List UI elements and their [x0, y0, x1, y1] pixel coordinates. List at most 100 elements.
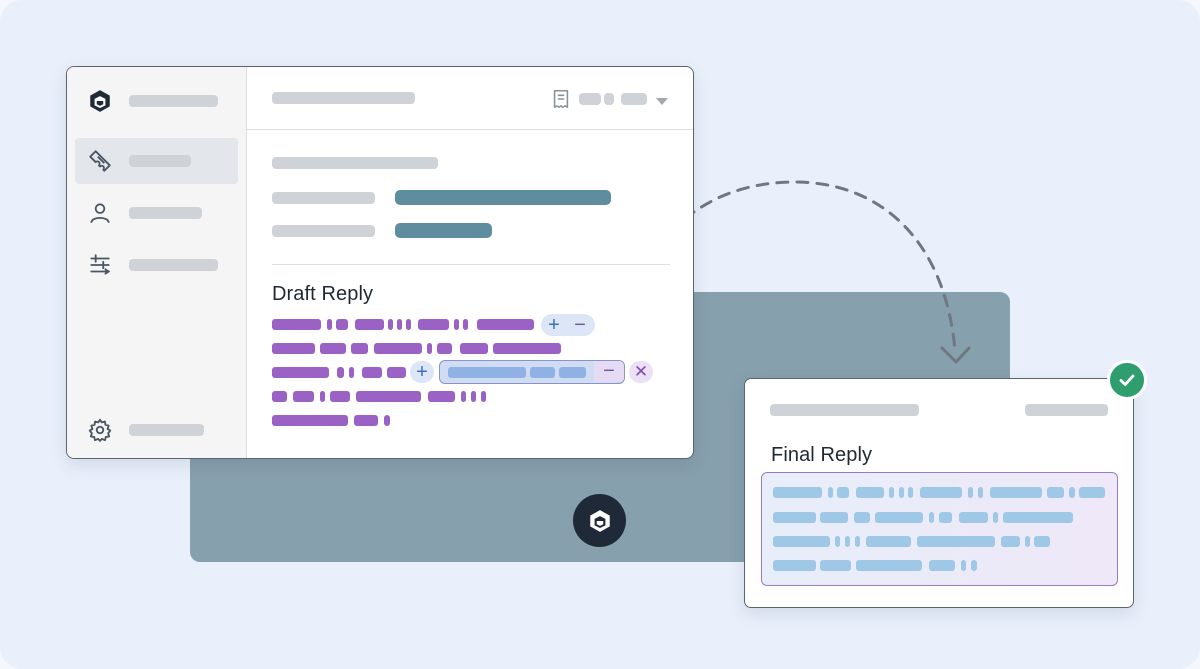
final-text-word [929, 512, 934, 523]
card-header-placeholder [770, 404, 919, 416]
final-text-word [1034, 536, 1050, 547]
suggestion-controls: + − [541, 314, 595, 336]
draft-text-word [362, 367, 382, 378]
final-text-word [978, 487, 983, 498]
header-meta-placeholder [621, 93, 647, 105]
final-text-word [820, 512, 848, 523]
draft-text-word [471, 391, 476, 402]
final-text-word [929, 560, 955, 571]
final-text-word [1025, 536, 1030, 547]
draft-text-word [356, 391, 421, 402]
draft-text-word [460, 343, 488, 354]
draft-reply-title: Draft Reply [272, 283, 374, 305]
header-meta-placeholder [604, 93, 614, 105]
header-meta-placeholder [579, 93, 601, 105]
field-value-placeholder [395, 223, 492, 238]
draft-text-word [327, 319, 332, 330]
field-label-placeholder [272, 225, 375, 237]
sidebar-label-placeholder [129, 424, 204, 436]
sidebar-label-placeholder [129, 155, 191, 167]
minus-icon[interactable]: − [594, 360, 624, 382]
app-window: Draft Reply + − + [66, 66, 694, 459]
sidebar-item-settings[interactable] [75, 407, 238, 453]
final-reply-card: Final Reply [744, 378, 1134, 608]
minus-icon[interactable]: − [574, 314, 586, 336]
draft-text-word [320, 391, 325, 402]
draft-text-word [387, 367, 406, 378]
draft-text-word [437, 343, 452, 354]
field-label-placeholder [272, 192, 375, 204]
brand-name-placeholder [129, 95, 218, 107]
final-text-word [971, 560, 977, 571]
final-text-word [968, 487, 973, 498]
draft-text-word [351, 343, 368, 354]
final-text-word [854, 512, 870, 523]
suggestion-word [448, 367, 526, 378]
final-text-word [773, 536, 830, 547]
gear-icon [85, 415, 115, 445]
final-reply-box[interactable] [761, 472, 1118, 586]
sidebar-item-users[interactable] [75, 190, 238, 236]
final-text-word [837, 487, 849, 498]
sidebar-brand[interactable] [75, 78, 238, 124]
header-title-placeholder [272, 92, 415, 104]
logo-icon [589, 509, 610, 532]
ticket-subject-placeholder [272, 157, 438, 169]
inserted-suggestion[interactable]: − [439, 360, 625, 384]
plus-icon[interactable]: + [548, 314, 560, 336]
draft-text-word [374, 343, 422, 354]
draft-text-word [272, 367, 329, 378]
draft-text-word [272, 343, 315, 354]
filters-icon [85, 250, 115, 280]
final-text-word [1079, 487, 1105, 498]
ticket-panel: Draft Reply + − + [247, 67, 693, 458]
draft-text-word [354, 415, 378, 426]
draft-text-word [427, 343, 432, 354]
final-text-word [835, 536, 840, 547]
draft-text-word [336, 319, 348, 330]
ticket-icon [85, 146, 115, 176]
draft-text-word [463, 319, 468, 330]
draft-text-word [272, 391, 287, 402]
final-text-word [856, 560, 922, 571]
final-text-word [773, 512, 816, 523]
final-text-word [855, 536, 860, 547]
sidebar-item-filters[interactable] [75, 242, 238, 288]
panel-header [247, 67, 693, 130]
final-text-word [773, 560, 816, 571]
final-text-word [1001, 536, 1020, 547]
final-text-word [1003, 512, 1073, 523]
final-text-word [917, 536, 995, 547]
final-text-word [920, 487, 962, 498]
draft-text-word [388, 319, 393, 330]
draft-text-word [272, 319, 321, 330]
draft-text-word [406, 319, 411, 330]
final-text-word [773, 487, 822, 498]
sidebar-item-tickets[interactable] [75, 138, 238, 184]
assistant-button[interactable] [573, 494, 626, 547]
draft-text-word [493, 343, 561, 354]
final-text-word [820, 560, 851, 571]
suggestion-word [530, 367, 555, 378]
draft-text-word [428, 391, 455, 402]
draft-text-word [418, 319, 449, 330]
draft-text-word [330, 391, 350, 402]
draft-text-word [272, 415, 348, 426]
draft-text-word [320, 343, 346, 354]
sidebar [67, 67, 247, 458]
receipt-icon[interactable] [550, 88, 572, 115]
close-icon[interactable]: ✕ [633, 362, 649, 381]
draft-text-word [384, 415, 390, 426]
chevron-down-icon[interactable] [655, 94, 669, 112]
plus-icon[interactable]: + [416, 361, 428, 383]
final-text-word [990, 487, 1042, 498]
final-text-word [959, 512, 988, 523]
draft-text-word [481, 391, 486, 402]
draft-text-word [337, 367, 344, 378]
draft-text-word [293, 391, 314, 402]
draft-text-word [349, 367, 354, 378]
dismiss-controls: ✕ [629, 361, 653, 383]
insert-controls: + [410, 361, 434, 383]
draft-text-word [355, 319, 384, 330]
check-icon [1107, 360, 1147, 400]
